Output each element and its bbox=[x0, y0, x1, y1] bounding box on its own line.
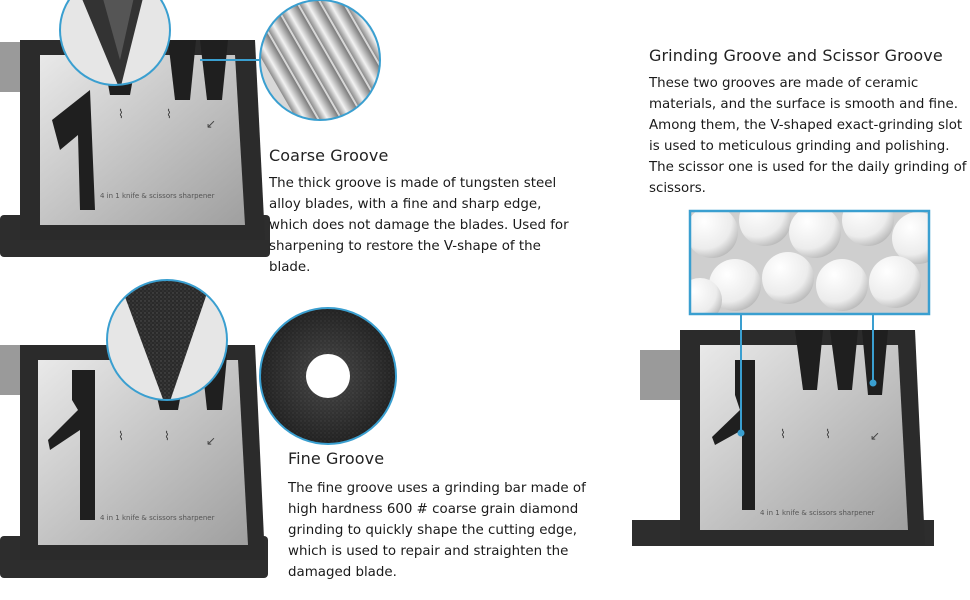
callout-ceramic-balls bbox=[688, 209, 931, 437]
svg-text:⌇: ⌇ bbox=[118, 429, 124, 443]
svg-text:⌇: ⌇ bbox=[164, 429, 170, 443]
callout-diamond-disk bbox=[259, 307, 397, 445]
grinding-groove-description: These two grooves are made of ceramic ma… bbox=[649, 76, 967, 196]
imprint-fine: 4 in 1 knife & scissors sharpener bbox=[100, 514, 215, 522]
svg-text:⌇: ⌇ bbox=[118, 107, 124, 121]
fine-groove-description: The fine groove uses a grinding bar made… bbox=[288, 481, 586, 580]
grinding-groove-title: Grinding Groove and Scissor Groove bbox=[649, 46, 943, 65]
coarse-groove-description: The thick groove is made of tungsten ste… bbox=[269, 176, 569, 275]
svg-text:↙: ↙ bbox=[870, 429, 880, 443]
svg-text:⌇: ⌇ bbox=[825, 427, 831, 441]
sharpener-grinding: 4 in 1 knife & scissors sharpener ⌇ ⌇ ↙ bbox=[632, 330, 934, 546]
svg-text:⌇: ⌇ bbox=[166, 107, 172, 121]
svg-text:↙: ↙ bbox=[206, 434, 216, 448]
coarse-groove-title: Coarse Groove bbox=[269, 146, 389, 165]
svg-text:⌇: ⌇ bbox=[780, 427, 786, 441]
sharpener-coarse: 4 in 1 knife & scissors sharpener ⌇ ⌇ ↙ bbox=[0, 40, 270, 257]
imprint-coarse: 4 in 1 knife & scissors sharpener bbox=[100, 192, 215, 200]
svg-text:↙: ↙ bbox=[206, 117, 216, 131]
fine-groove-title: Fine Groove bbox=[288, 449, 385, 468]
callout-blade-coarse bbox=[59, 0, 171, 86]
imprint-grinding: 4 in 1 knife & scissors sharpener bbox=[760, 509, 875, 517]
callout-blade-fine bbox=[106, 279, 228, 401]
